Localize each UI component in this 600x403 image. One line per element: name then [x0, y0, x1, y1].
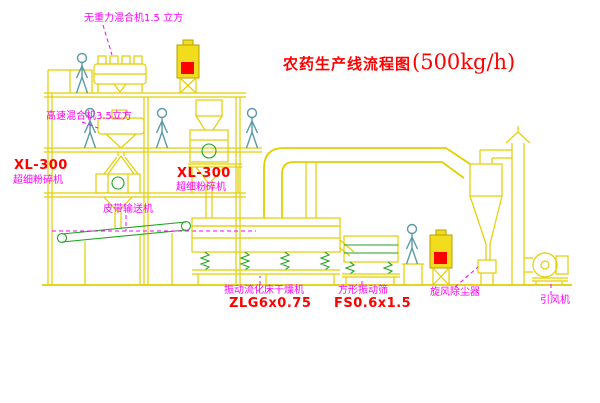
label-dryer-name: 振动流化床干燥机 [224, 285, 304, 296]
control-cabinet-top [176, 39, 200, 94]
building-frame [44, 69, 262, 285]
label-mill-left-model: XL-300 [14, 158, 68, 173]
label-fan: 引风机 [540, 295, 570, 306]
control-cabinet-right [429, 229, 453, 286]
exhaust-pipe [263, 147, 471, 218]
label-cyclone: 旋风除尘器 [430, 287, 480, 298]
label-gravity-mixer: 无重力混合机1.5 立方 [84, 13, 184, 24]
gravity-mixer [93, 55, 147, 93]
person-figures [75, 52, 419, 265]
person-figure [245, 107, 259, 149]
person-figure [155, 107, 169, 149]
operator-platform [402, 263, 424, 285]
y-duct [103, 155, 139, 175]
vibrating-screen [342, 235, 400, 285]
high-speed-mixer [97, 109, 145, 156]
center-pulverizer [189, 99, 229, 218]
left-pulverizer [95, 173, 141, 194]
title-text: 农药生产线流程图 [283, 55, 412, 73]
person-figure [405, 223, 419, 265]
label-mill-center-model: XL-300 [177, 166, 231, 181]
cyclone-separator [469, 149, 512, 285]
discharge-chute [339, 239, 355, 257]
label-high-speed-mixer: 高速混合机3.5立方 [46, 111, 132, 122]
belt-conveyor [56, 220, 192, 285]
label-screen-name: 方形振动筛 [338, 285, 388, 296]
label-mill-center-name: 超细粉碎机 [176, 182, 226, 193]
leader-lines [81, 24, 552, 295]
label-mill-left-name: 超细粉碎机 [13, 175, 63, 186]
title-capacity: (500kg/h) [412, 50, 516, 74]
label-screen-model: FS0.6x1.5 [334, 296, 412, 311]
label-dryer-model: ZLG6x0.75 [229, 296, 312, 311]
feeder-hopper [103, 196, 133, 228]
fluid-bed-dryer [191, 162, 341, 285]
exhaust-stack [505, 126, 531, 285]
induced-draft-fan [524, 252, 569, 285]
person-figure [75, 52, 89, 94]
diagram-title: 农药生产线流程图 (500kg/h) [283, 50, 515, 74]
label-belt-conveyor: 皮带输送机 [103, 204, 153, 215]
